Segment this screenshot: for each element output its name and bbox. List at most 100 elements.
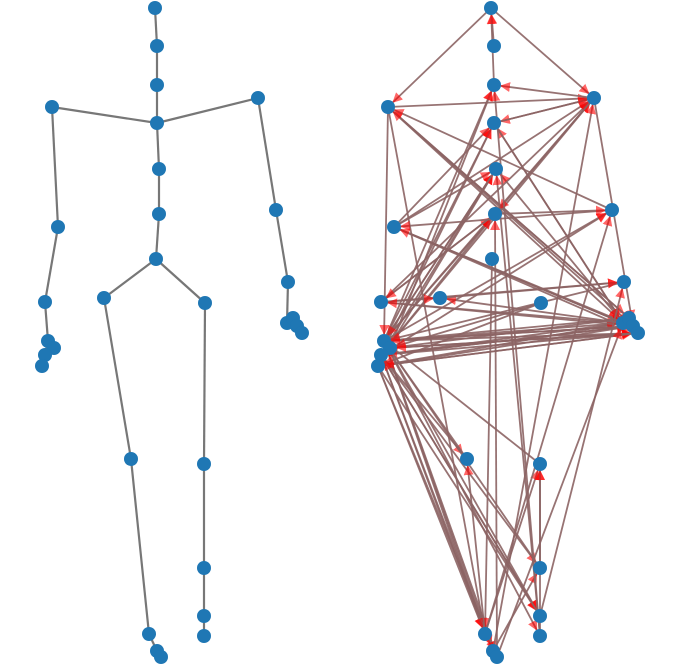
skeleton-edge [51, 105, 158, 125]
attention-edge [493, 97, 589, 124]
joint-node [149, 252, 163, 266]
attention-edge [399, 228, 624, 324]
joint-node [150, 39, 164, 53]
skeleton-edge [202, 302, 207, 465]
joint-node [533, 609, 547, 623]
joint-node [197, 457, 211, 471]
joint-node [154, 650, 168, 664]
attention-edge [496, 328, 623, 658]
attention-joints [371, 1, 645, 664]
attention-edge [490, 90, 541, 637]
joint-node [152, 162, 166, 176]
attention-edge [387, 106, 488, 629]
joint-node [488, 207, 502, 221]
joint-node [605, 203, 619, 217]
joint-node [533, 561, 547, 575]
attention-edge [380, 102, 590, 303]
attention-edge [480, 258, 493, 629]
joint-node [150, 78, 164, 92]
joint-node [478, 627, 492, 641]
joint-node [487, 39, 501, 53]
joint-node [35, 359, 49, 373]
joint-node [490, 650, 504, 664]
skeleton-joints [35, 1, 309, 664]
skeleton-edge [102, 297, 133, 460]
joint-node [374, 348, 388, 362]
joint-node [487, 78, 501, 92]
joint-node [484, 1, 498, 15]
joint-node [97, 291, 111, 305]
attention-edge [393, 127, 490, 228]
joint-node [124, 452, 138, 466]
attention-edge [498, 97, 595, 210]
joint-node [460, 452, 474, 466]
joint-node [371, 359, 385, 373]
skeleton-edges [40, 7, 303, 658]
joint-node [381, 100, 395, 114]
skeleton-edge [156, 96, 259, 125]
attention-edge [484, 215, 613, 635]
attention-edge [499, 173, 624, 324]
attention-edge [499, 82, 595, 99]
joint-node [269, 203, 283, 217]
joint-node [631, 326, 645, 340]
joint-node [38, 295, 52, 309]
joint-node [295, 326, 309, 340]
attention-edges [377, 7, 639, 658]
joint-node [534, 296, 548, 310]
joint-node [150, 116, 164, 130]
joint-node [38, 348, 52, 362]
joint-node [587, 91, 601, 105]
attention-edge [383, 360, 541, 617]
attention-edge [490, 7, 590, 95]
attention-edge [490, 219, 501, 658]
joint-node [533, 457, 547, 471]
attention-edge [395, 332, 639, 353]
joint-node [197, 609, 211, 623]
joint-node [251, 91, 265, 105]
attention-edge [395, 302, 542, 349]
attention-edge [383, 332, 639, 369]
attention-edge [377, 365, 496, 652]
attention-edge [439, 278, 619, 299]
joint-node [533, 629, 547, 643]
attention-edge [463, 464, 486, 635]
joint-node [617, 275, 631, 289]
joint-node [198, 296, 212, 310]
joint-node [387, 220, 401, 234]
attention-edge [383, 302, 542, 365]
attention-edge [380, 354, 537, 564]
joint-node [281, 275, 295, 289]
attention-edge [383, 340, 497, 652]
joint-node [142, 627, 156, 641]
attention-edge [388, 344, 541, 465]
attention-edge [492, 573, 538, 652]
attention-edge [383, 328, 633, 342]
attention-edge [539, 287, 625, 617]
skeleton-edge [43, 226, 60, 303]
joint-node [197, 561, 211, 575]
attention-edge [377, 365, 537, 611]
attention-edge [385, 213, 496, 299]
skeleton-edge [256, 97, 278, 211]
attention-edge [494, 205, 607, 216]
skeleton-edge [154, 213, 161, 260]
skeleton-edge [155, 122, 161, 170]
attention-edge [399, 209, 613, 231]
joint-node [51, 220, 65, 234]
attention-edge [387, 168, 497, 336]
skeleton-edge [50, 106, 60, 228]
skeleton-edge [274, 209, 290, 283]
joint-node [197, 629, 211, 643]
attention-edge [377, 323, 628, 367]
attention-edge [389, 281, 625, 343]
attention-edge [445, 295, 624, 324]
attention-edge [492, 103, 597, 652]
attention-edge [383, 340, 538, 611]
skeleton-edge [155, 258, 206, 304]
joint-node [489, 162, 503, 176]
joint-node [152, 207, 166, 221]
skeleton-edge [129, 458, 151, 635]
skeleton-edge [103, 258, 157, 299]
